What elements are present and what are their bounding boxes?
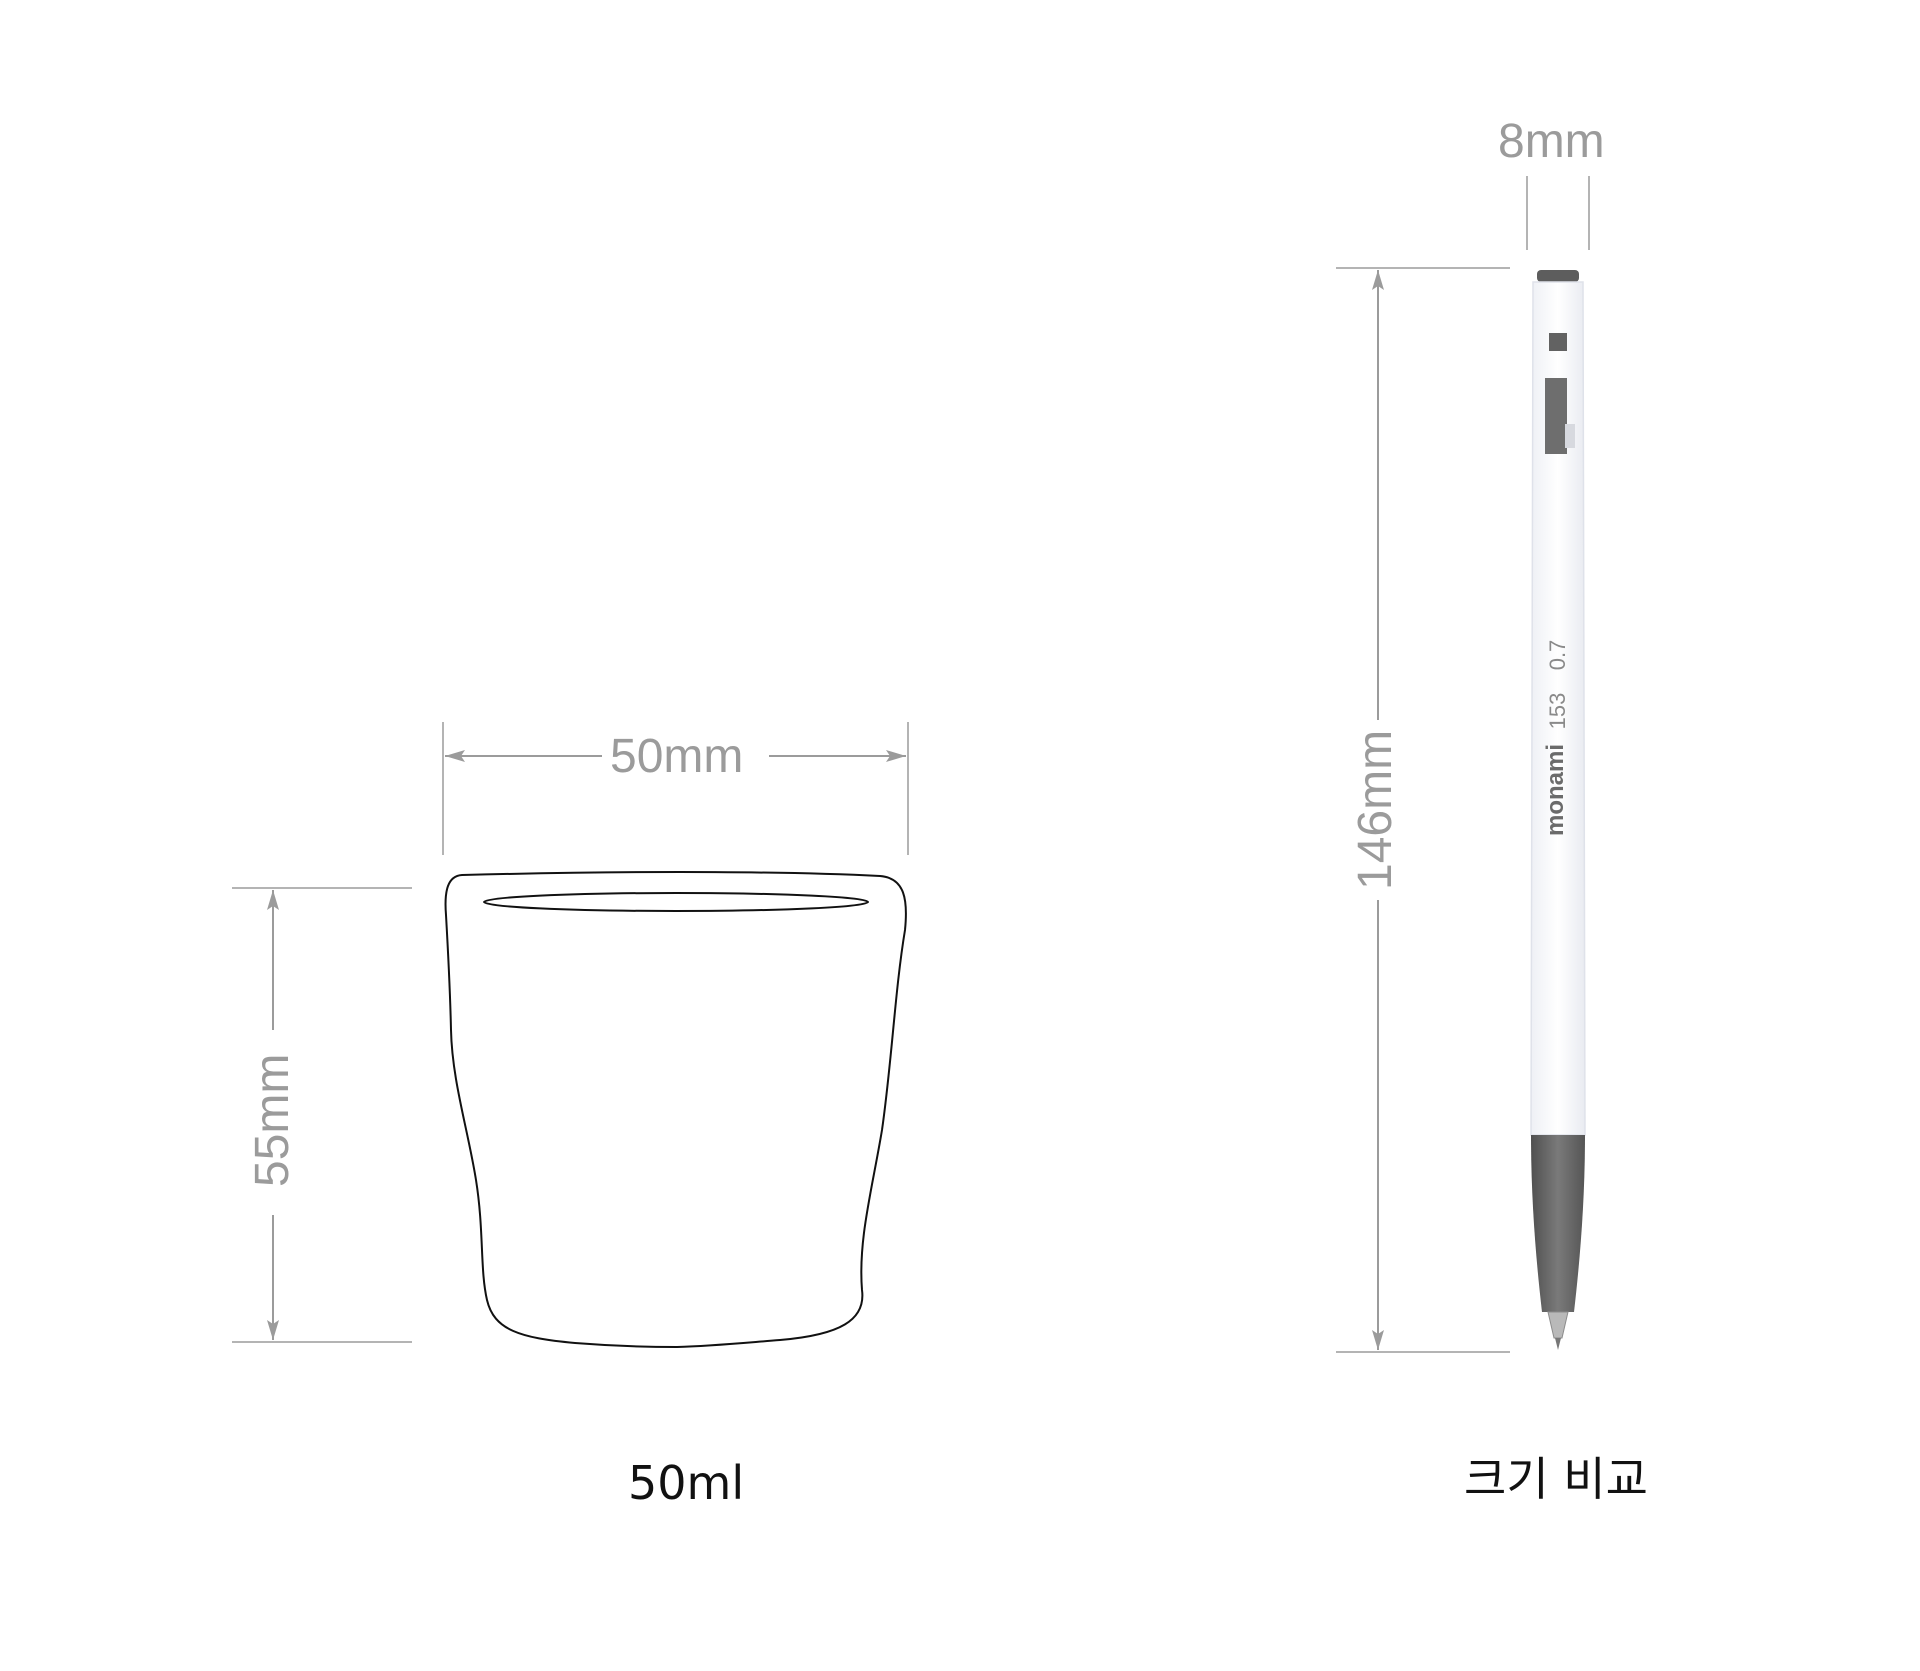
pen-width-dimension — [1526, 176, 1590, 250]
pen-brand-label: monami — [1542, 744, 1569, 837]
cup-width-label: 50mm — [610, 730, 744, 783]
pen-metal-tip — [1547, 1311, 1569, 1339]
pen-clip-tab — [1565, 424, 1575, 448]
pen-model-label: 153 — [1545, 692, 1570, 730]
pen-tip-cone — [1531, 1135, 1585, 1312]
cup-height-dimension — [232, 887, 412, 1343]
cup-outline — [444, 871, 907, 1349]
pen — [1530, 270, 1586, 1350]
cup-rim — [483, 892, 869, 912]
pen-ball-point — [1555, 1338, 1561, 1350]
pen-caption: 크기 비교 — [1464, 1452, 1648, 1506]
pen-tip-size-label: 0.7 — [1545, 639, 1570, 671]
pen-height-label: 146mm — [1349, 729, 1402, 890]
pen-top-button — [1537, 270, 1579, 282]
pen-square-mark — [1549, 333, 1567, 351]
cup-caption: 50ml — [628, 1456, 745, 1510]
cup-body — [444, 871, 907, 1349]
pen-clip-slider — [1545, 378, 1567, 454]
pen-height-dimension — [1336, 267, 1510, 1353]
pen-width-label: 8mm — [1498, 115, 1605, 168]
cup-height-label: 55mm — [246, 1053, 299, 1187]
cup-width-dimension — [442, 722, 909, 855]
